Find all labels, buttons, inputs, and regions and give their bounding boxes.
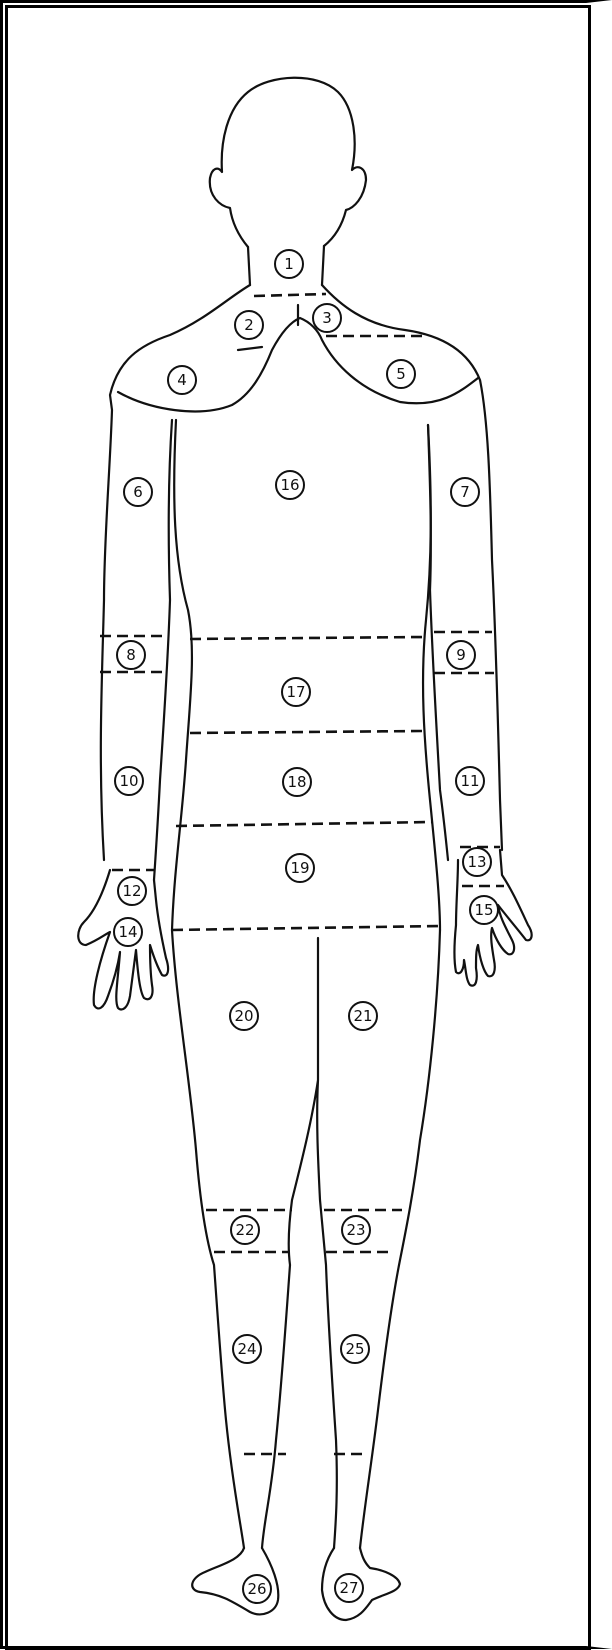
region-label-number: 21 [353,1007,372,1025]
head-outline [210,78,366,247]
region-label-26: 26 [243,1575,271,1603]
region-label-4: 4 [168,366,196,394]
region-label-15: 15 [470,896,498,924]
region-label-number: 7 [460,483,470,501]
region-label-number: 17 [286,683,305,701]
region-label-number: 2 [244,316,254,334]
region-label-19: 19 [286,854,314,882]
region-label-10: 10 [115,767,143,795]
region-label-number: 22 [235,1221,254,1239]
region-label-14: 14 [114,918,142,946]
region-label-number: 23 [346,1221,365,1239]
torso-right-side [423,425,440,930]
region-label-number: 3 [322,309,332,327]
region-label-number: 1 [284,255,294,273]
region-label-number: 15 [474,901,493,919]
region-label-24: 24 [233,1335,261,1363]
region-label-11: 11 [456,767,484,795]
region-label-2: 2 [235,311,263,339]
left-arm-inner-outline [154,420,172,880]
region-label-16: 16 [276,471,304,499]
region-label-20: 20 [230,1002,258,1030]
region-label-number: 12 [122,882,141,900]
region-label-number: 4 [177,371,187,389]
region-label-18: 18 [283,768,311,796]
region-label-9: 9 [447,641,475,669]
region-label-27: 27 [335,1574,363,1602]
region-label-number: 14 [118,923,137,941]
region-label-number: 27 [339,1579,358,1597]
legs-outline [172,930,440,1548]
region-label-13: 13 [463,848,491,876]
region-label-number: 19 [290,859,309,877]
region-label-1: 1 [275,250,303,278]
region-label-12: 12 [118,877,146,905]
left-shoulder-cap [118,318,478,411]
torso-left-side [172,420,192,930]
region-label-number: 11 [460,772,479,790]
region-label-25: 25 [341,1335,369,1363]
region-label-3: 3 [313,304,341,332]
region-label-number: 6 [133,483,143,501]
region-label-number: 16 [280,476,299,494]
region-label-17: 17 [282,678,310,706]
region-label-5: 5 [387,360,415,388]
region-label-number: 9 [456,646,466,664]
region-label-22: 22 [231,1216,259,1244]
region-label-number: 10 [119,772,138,790]
region-label-8: 8 [117,641,145,669]
region-label-23: 23 [342,1216,370,1244]
region-label-21: 21 [349,1002,377,1030]
region-label-number: 20 [234,1007,253,1025]
region-label-number: 13 [467,853,486,871]
region-label-number: 26 [247,1580,266,1598]
region-label-number: 8 [126,646,136,664]
region-label-number: 18 [287,773,306,791]
region-label-7: 7 [451,478,479,506]
region-label-number: 24 [237,1340,256,1358]
region-label-6: 6 [124,478,152,506]
region-label-number: 25 [345,1340,364,1358]
region-label-number: 5 [396,365,406,383]
